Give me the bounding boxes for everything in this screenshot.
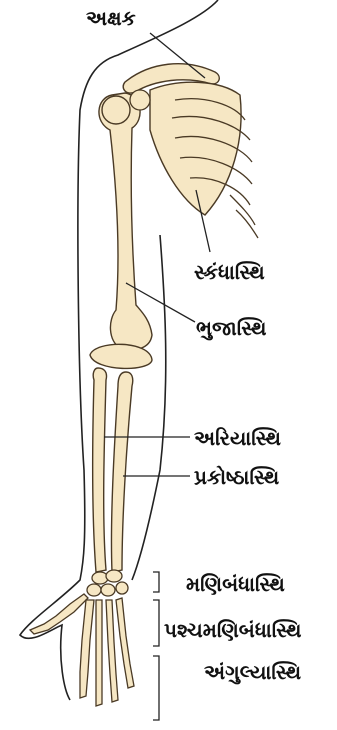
scapula-bone	[150, 82, 241, 215]
label-humerus: ભુજાસ્થિ	[196, 318, 266, 338]
humerus-head	[102, 96, 130, 124]
label-scapula: સ્કંધાસ્થિ	[194, 262, 265, 282]
shoulder-joint	[130, 90, 150, 110]
label-radius: પ્રકોષ્ઠાસ્થિ	[194, 467, 279, 487]
label-clavicle: અક્ષક	[86, 8, 136, 28]
carpal-bones	[87, 570, 128, 596]
label-ulna: અરિયાસ્થિ	[194, 428, 281, 448]
label-phalanges: અંગુલ્યાસ્થિ	[204, 662, 301, 682]
phalanges-bracket	[153, 656, 159, 720]
label-metacarpals: પશ્ચમણિબંધાસ્થિ	[164, 620, 302, 640]
metacarpals-bracket	[153, 600, 159, 646]
ulna-bone	[93, 368, 107, 572]
label-carpals: મણિબંધાસ્થિ	[186, 574, 285, 594]
humerus-bone	[99, 93, 152, 350]
carpals-bracket	[153, 572, 159, 592]
radius-bone	[111, 372, 132, 572]
